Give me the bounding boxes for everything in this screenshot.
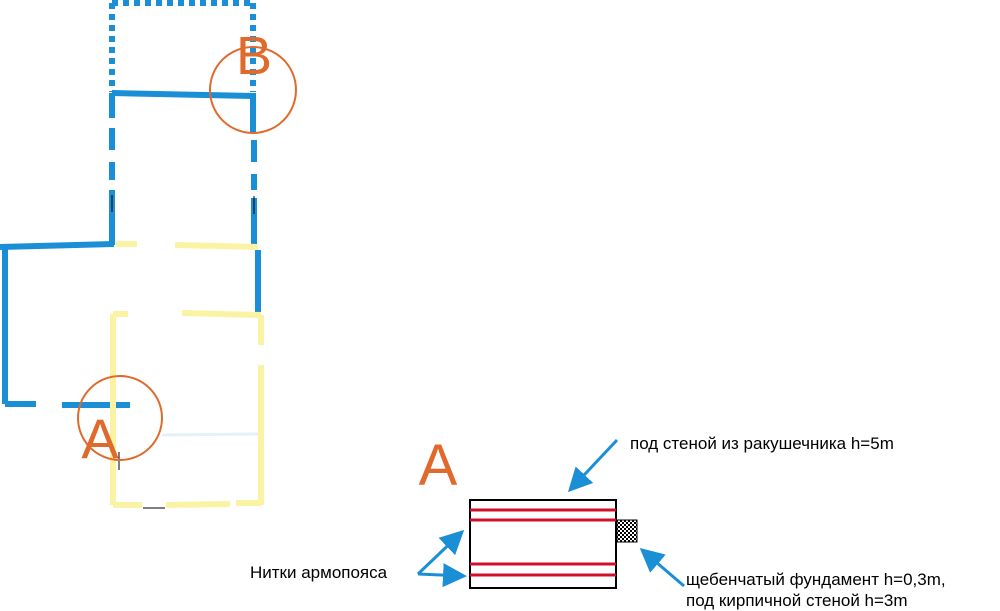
label-left: Нитки армопояса <box>250 563 388 582</box>
reinforcement-threads <box>470 508 616 577</box>
dotted-extension-walls <box>109 0 256 92</box>
gravel-foundation-block <box>616 519 638 543</box>
upper-room-walls <box>109 90 257 248</box>
marker-label-a: A <box>81 407 119 470</box>
wall-ticks <box>111 195 255 509</box>
arrow-left-upper <box>416 529 465 576</box>
floor-plan: B A <box>0 0 297 509</box>
wall-section-box <box>469 499 617 589</box>
label-top: под стеной из ракушечника h=5m <box>630 434 894 453</box>
arrow-top <box>567 438 619 493</box>
yellow-walls <box>110 241 264 508</box>
marker-label-b: B <box>236 26 272 86</box>
marker-circle-b <box>209 46 297 134</box>
annotation-arrows <box>416 438 685 588</box>
left-wing-walls <box>0 241 130 408</box>
label-right-line1: щебенчатый фундамент h=0,3m, <box>686 570 946 589</box>
interior-faint-line <box>161 432 259 437</box>
arrow-right <box>639 548 685 588</box>
marker-circle-a <box>77 375 163 461</box>
section-a: A под стеной из ракушечника h=5m Нитки а… <box>250 433 946 610</box>
arrow-left-lower <box>417 563 467 588</box>
label-right-line2: под кирпичной стеной h=3m <box>686 591 908 610</box>
section-title: A <box>419 433 458 498</box>
